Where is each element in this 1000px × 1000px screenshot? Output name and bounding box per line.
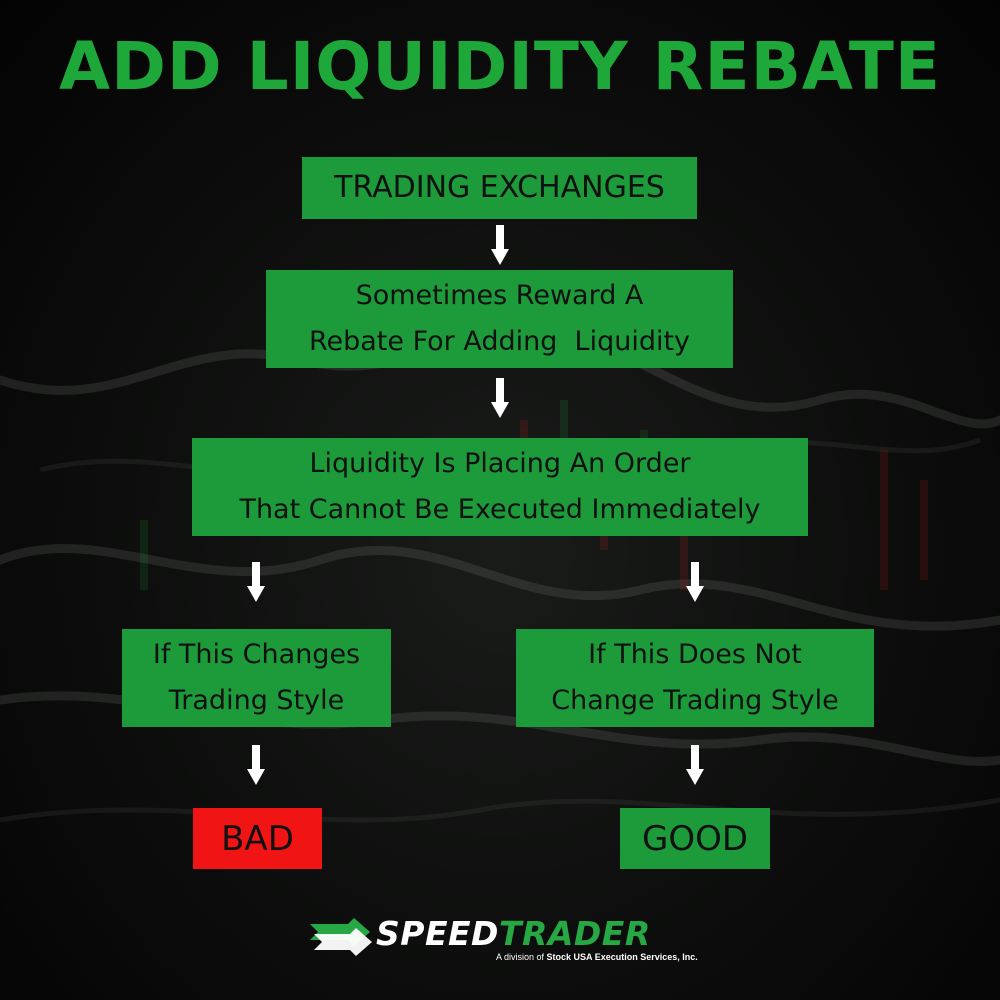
bg-chart-line-5 <box>0 797 1000 823</box>
logo-wordmark: SPEEDTRADER <box>376 914 651 953</box>
node-text: Liquidity Is Placing An Order <box>309 448 691 479</box>
node-text: BAD <box>221 818 294 859</box>
diagram-title: ADD LIQUIDITY REBATE <box>59 28 941 105</box>
node-if-does-not-change: If This Does Not Change Trading Style <box>516 629 874 727</box>
arrow-down-icon <box>686 562 704 602</box>
node-text: Rebate For Adding Liquidity <box>308 326 691 357</box>
node-text: Trading Style <box>168 685 345 716</box>
node-text: That Cannot Be Executed Immediately <box>239 494 761 525</box>
node-text: Change Trading Style <box>551 685 839 716</box>
logo-subtitle-company: Stock USA Execution Services, Inc. <box>546 952 698 962</box>
node-text: If This Does Not <box>588 639 802 670</box>
speedtrader-logo: SPEEDTRADER A division of Stock USA Exec… <box>310 912 700 972</box>
node-good: GOOD <box>620 808 770 869</box>
node-text: TRADING EXCHANGES <box>334 170 665 205</box>
logo-word-trader: TRADER <box>498 914 651 953</box>
bg-chart-line-2 <box>0 543 1000 631</box>
bg-candle <box>880 450 888 590</box>
logo-subtitle: A division of Stock USA Execution Servic… <box>496 952 698 962</box>
arrow-down-icon <box>491 378 509 418</box>
bg-candle <box>140 520 148 590</box>
speed-arrows-icon <box>310 918 372 956</box>
bg-candle <box>920 480 928 580</box>
arrow-down-icon <box>686 745 704 785</box>
node-text: Sometimes Reward A <box>355 280 644 311</box>
logo-subtitle-prefix: A division of <box>496 952 547 962</box>
node-if-changes: If This Changes Trading Style <box>122 629 391 727</box>
node-sometimes-reward: Sometimes Reward A Rebate For Adding Liq… <box>266 270 733 368</box>
logo-word-speed: SPEED <box>376 914 499 953</box>
node-text: If This Changes <box>152 639 361 670</box>
node-bad: BAD <box>193 808 322 869</box>
node-liquidity-definition: Liquidity Is Placing An Order That Canno… <box>192 438 808 536</box>
arrow-down-icon <box>247 745 265 785</box>
node-trading-exchanges: TRADING EXCHANGES <box>302 157 697 219</box>
node-text: GOOD <box>641 818 749 859</box>
arrow-down-icon <box>247 562 265 602</box>
arrow-down-icon <box>491 225 509 265</box>
